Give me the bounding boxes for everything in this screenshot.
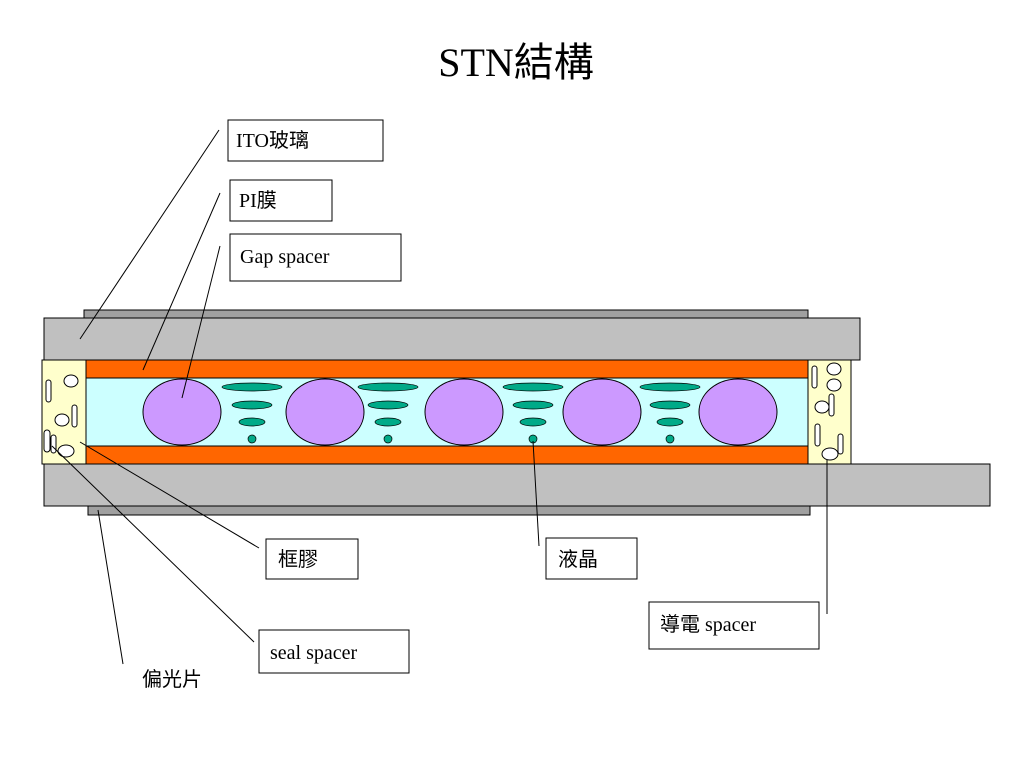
label-conductive-spacer-text: 導電 spacer bbox=[660, 613, 756, 636]
label-ito-glass: ITO玻璃 bbox=[227, 119, 384, 162]
lc-molecule-column bbox=[221, 382, 283, 444]
gap-spacer bbox=[424, 378, 504, 446]
label-conductive-spacer: 導電 spacer bbox=[648, 601, 820, 650]
right-seal-frame bbox=[807, 359, 852, 465]
label-seal-spacer-text: seal spacer bbox=[270, 642, 358, 664]
label-liquid-crystal: 液晶 bbox=[545, 537, 638, 580]
lc-molecule-column bbox=[502, 382, 564, 444]
gap-spacer bbox=[698, 378, 778, 446]
page-title: STN結構 bbox=[438, 40, 594, 85]
label-liquid-crystal-text: 液晶 bbox=[558, 548, 598, 571]
label-gap-spacer: Gap spacer bbox=[229, 233, 402, 282]
gap-spacer bbox=[142, 378, 222, 446]
leader-polarizer bbox=[97, 509, 124, 665]
label-gap-spacer-text: Gap spacer bbox=[240, 246, 330, 268]
bottom-ito-glass bbox=[43, 463, 991, 507]
leader-gap-spacer bbox=[181, 245, 221, 399]
label-ito-glass-text: ITO玻璃 bbox=[236, 129, 309, 152]
top-ito-glass bbox=[43, 317, 861, 361]
leader-liquid-crystal bbox=[532, 440, 540, 547]
label-frame-glue-text: 框膠 bbox=[278, 548, 318, 571]
label-seal-spacer: seal spacer bbox=[258, 629, 410, 674]
top-pi-film bbox=[85, 359, 809, 379]
lc-molecule-column bbox=[357, 382, 419, 444]
leader-ito-glass bbox=[79, 129, 220, 340]
leader-frame-glue bbox=[79, 441, 260, 549]
leader-pi-film bbox=[142, 192, 221, 371]
gap-spacer bbox=[562, 378, 642, 446]
lc-molecule-column bbox=[639, 382, 701, 444]
leader-seal-spacer bbox=[51, 445, 255, 643]
left-seal-frame bbox=[41, 359, 87, 465]
label-pi-film: PI膜 bbox=[229, 179, 333, 222]
label-pi-film-text: PI膜 bbox=[239, 189, 277, 212]
gap-spacer bbox=[285, 378, 365, 446]
label-frame-glue: 框膠 bbox=[265, 538, 359, 580]
label-polarizer: 偏光片 bbox=[142, 668, 202, 691]
bottom-pi-film bbox=[85, 445, 809, 465]
